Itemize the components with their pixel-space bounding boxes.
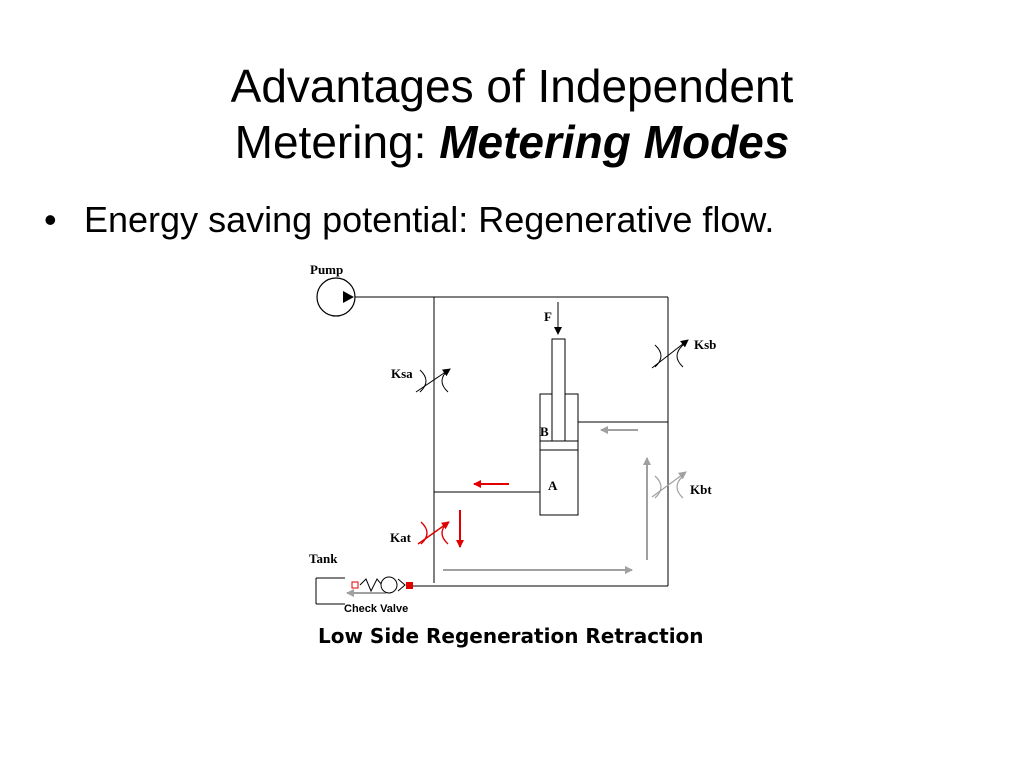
kat-valve-symbol	[417, 521, 450, 545]
cylinder-rod	[551, 338, 566, 442]
title-emphasis: Metering Modes	[439, 116, 790, 168]
ksa-label: Ksa	[391, 366, 413, 381]
check-valve-symbol	[351, 576, 413, 594]
title-plain: Metering:	[234, 116, 440, 168]
tank-label: Tank	[309, 551, 338, 566]
diagram-caption: Low Side Regeneration Retraction	[318, 624, 704, 648]
check-valve-label: Check Valve	[344, 603, 408, 615]
ksb-valve-symbol	[651, 339, 689, 369]
bullet-item: • Energy saving potential: Regenerative f…	[44, 198, 774, 242]
pump-label: Pump	[310, 262, 343, 277]
bullet-text: Energy saving potential: Regenerative fl…	[84, 199, 775, 240]
slide-title: Advantages of Independent Metering: Mete…	[0, 58, 1024, 170]
title-line-1: Advantages of Independent	[230, 60, 794, 112]
ksa-valve-symbol	[415, 368, 451, 393]
ksb-label: Ksb	[694, 337, 716, 352]
cylinder	[539, 338, 579, 516]
chamber-b-label: B	[540, 424, 549, 439]
kbt-valve-symbol	[651, 471, 687, 499]
kbt-label: Kbt	[690, 482, 712, 497]
chamber-a-label: A	[548, 478, 558, 493]
circuit-lines	[315, 296, 669, 605]
bullet-symbol: •	[44, 199, 57, 240]
title-line-2: Metering: Metering Modes	[0, 114, 1024, 170]
pump-symbol	[316, 277, 356, 317]
kat-label: Kat	[390, 530, 412, 545]
force-label: F	[544, 309, 552, 324]
